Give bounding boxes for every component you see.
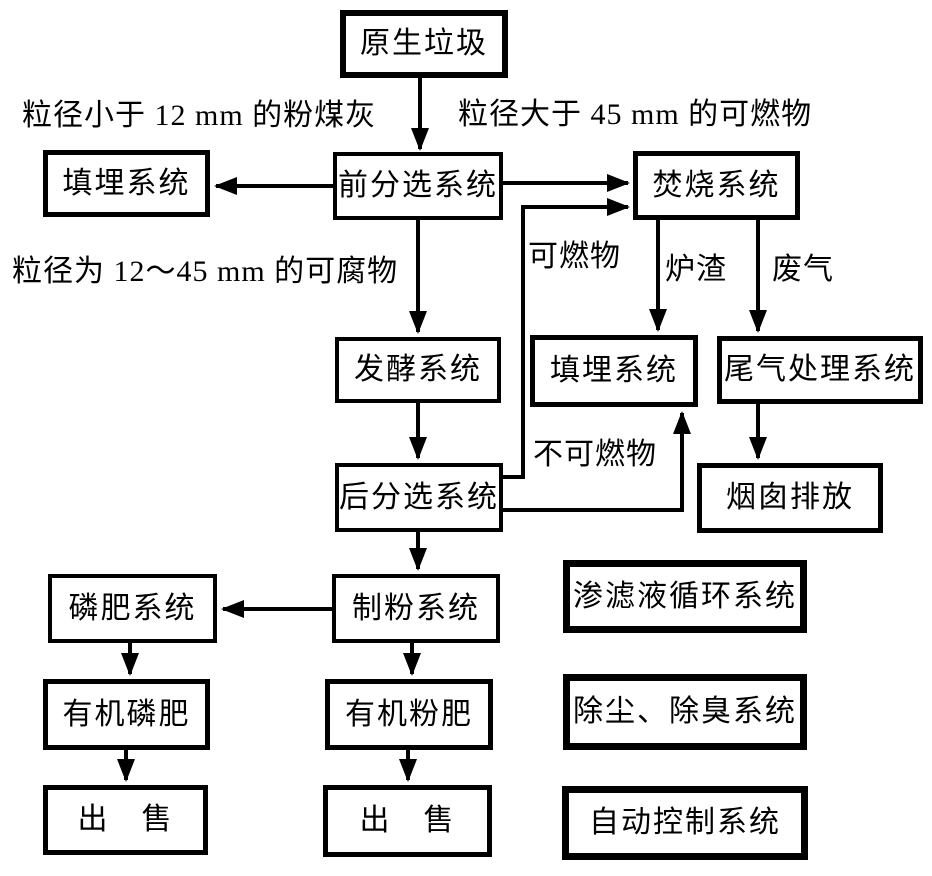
node-landfill-mid: 填埋系统 (530, 335, 698, 407)
node-post-sort: 后分选系统 (335, 463, 503, 532)
node-organic-phosphate-label: 有机磷肥 (62, 697, 191, 731)
label-non-combustible: 不可燃物 (533, 438, 657, 471)
label-slag: 炉渣 (665, 253, 727, 286)
node-auto-control-label: 自动控制系统 (589, 806, 781, 839)
node-tail-gas-label: 尾气处理系统 (724, 353, 916, 386)
node-chimney: 烟囱排放 (697, 463, 883, 533)
node-sell-left-label: 出 售 (77, 803, 174, 836)
label-perishable: 粒径为 12～45 mm 的可腐物 (12, 255, 399, 288)
edge-postsort-to-landfill-mid (503, 411, 691, 512)
node-leachate-label: 渗滤液循环系统 (573, 579, 797, 613)
node-phosphate-label: 磷肥系统 (68, 591, 197, 625)
node-powder: 制粉系统 (332, 574, 500, 643)
node-post-sort-label: 后分选系统 (339, 480, 499, 514)
node-raw-waste: 原生垃圾 (340, 10, 508, 78)
node-sell-right: 出 售 (323, 785, 492, 857)
node-landfill-mid-label: 填埋系统 (550, 354, 678, 387)
node-pre-sort-label: 前分选系统 (338, 169, 498, 202)
label-combustible-large: 粒径大于 45 mm 的可燃物 (458, 98, 813, 131)
node-fermentation-label: 发酵系统 (354, 353, 482, 386)
node-incineration: 焚烧系统 (633, 151, 800, 220)
node-dedust: 除尘、除臭系统 (563, 674, 807, 750)
node-raw-waste-label: 原生垃圾 (360, 27, 488, 60)
node-incineration-label: 焚烧系统 (652, 168, 781, 202)
label-fly-ash: 粒径小于 12 mm 的粉煤灰 (22, 99, 377, 132)
node-pre-sort: 前分选系统 (333, 152, 503, 220)
node-dedust-label: 除尘、除臭系统 (573, 695, 797, 728)
node-phosphate: 磷肥系统 (48, 574, 217, 643)
node-auto-control: 自动控制系统 (562, 786, 808, 860)
label-waste-gas: 废气 (772, 253, 834, 286)
node-landfill-left: 填埋系统 (43, 150, 210, 217)
node-organic-powder: 有机粉肥 (325, 679, 493, 750)
node-chimney-label: 烟囱排放 (726, 481, 854, 514)
node-sell-right-label: 出 售 (359, 804, 456, 837)
edge-postsort-to-incineration (503, 198, 630, 479)
node-fermentation: 发酵系统 (335, 337, 501, 403)
node-organic-phosphate: 有机磷肥 (43, 679, 210, 750)
node-tail-gas: 尾气处理系统 (717, 336, 923, 404)
node-leachate: 渗滤液循环系统 (563, 560, 807, 633)
node-landfill-left-label: 填埋系统 (62, 166, 191, 200)
node-organic-powder-label: 有机粉肥 (345, 697, 473, 731)
label-combustible: 可燃物 (528, 240, 621, 273)
node-sell-left: 出 售 (43, 785, 208, 855)
node-powder-label: 制粉系统 (352, 591, 480, 625)
